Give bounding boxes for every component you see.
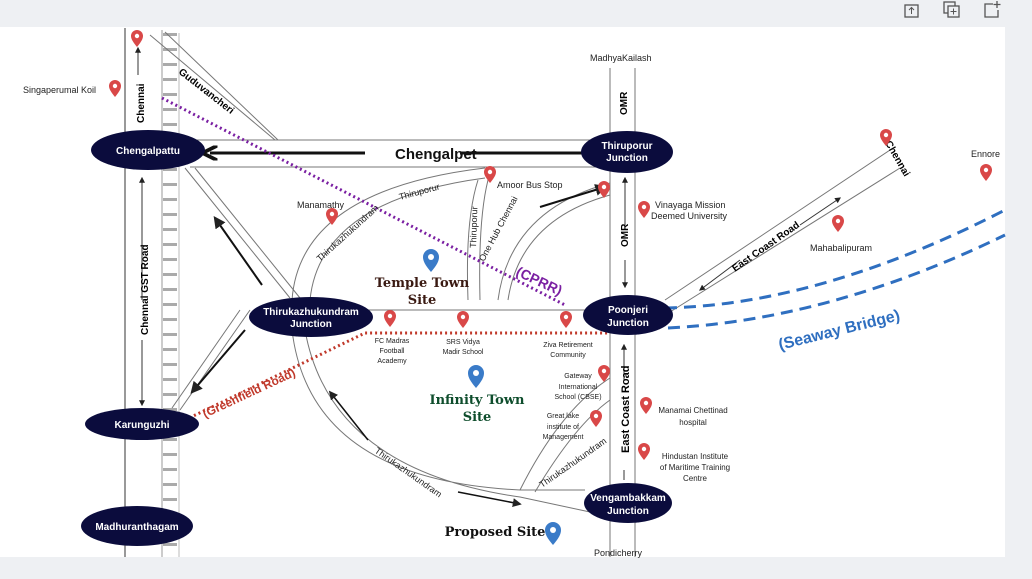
- svg-text:Centre: Centre: [683, 474, 708, 483]
- mahabalipuram-label: Mahabalipuram: [810, 243, 872, 253]
- manamathy-label: Manamathy: [297, 200, 345, 210]
- new-page-icon[interactable]: [982, 0, 1002, 18]
- svg-text:Chengalpattu: Chengalpattu: [116, 146, 180, 157]
- junction-chengalpattu[interactable]: Chengalpattu: [91, 130, 205, 170]
- cprr-route: [161, 96, 566, 307]
- ecr-diagonal-label: East Coast Road: [730, 220, 801, 275]
- svg-text:Madhuranthagam: Madhuranthagam: [95, 522, 178, 533]
- svg-text:institute of: institute of: [547, 424, 579, 431]
- svg-text:Thiruporur: Thiruporur: [601, 141, 652, 152]
- svg-text:Karunguzhi: Karunguzhi: [115, 420, 170, 431]
- direction-arrows: [135, 46, 841, 508]
- railway-track: [161, 30, 180, 557]
- svg-text:Football: Football: [380, 348, 405, 355]
- junction-karunguzhi[interactable]: Karunguzhi: [85, 408, 199, 440]
- omr-mid-label: OMR: [620, 223, 631, 247]
- singaperumal-koil-label: Singaperumal Koil: [23, 85, 96, 95]
- svg-text:Junction: Junction: [607, 318, 649, 329]
- omr-top-label: OMR: [619, 91, 630, 115]
- svg-text:Academy: Academy: [377, 358, 407, 365]
- svg-text:Thirukazhukundram: Thirukazhukundram: [263, 307, 359, 318]
- svg-text:Hindustan Institute: Hindustan Institute: [662, 452, 729, 461]
- gst-road-label: Chennai GST Road: [140, 244, 151, 335]
- greenfield-label: (Greenfield Road): [200, 365, 297, 420]
- svg-text:Management: Management: [543, 434, 584, 441]
- duplicate-add-icon[interactable]: [942, 0, 962, 18]
- ennore-label: Ennore: [971, 149, 1000, 159]
- chennai-north-label: Chennai: [136, 83, 147, 123]
- svg-text:of Maritime Training: of Maritime Training: [660, 463, 730, 472]
- svg-text:International: International: [559, 384, 598, 391]
- svg-text:Proposed Site: Proposed Site: [445, 525, 546, 540]
- thirukazhukundram-link-label: Thirukazhukundram: [537, 436, 608, 490]
- svg-text:Madir School: Madir School: [443, 349, 484, 356]
- thiruporur-vertical-label: Thiruporur: [468, 206, 479, 248]
- site-labels: Temple Town Site Infinity Town Site Prop…: [375, 276, 546, 540]
- svg-text:Vengambakkam: Vengambakkam: [590, 493, 666, 504]
- svg-text:Infinity Town: Infinity Town: [430, 393, 526, 408]
- greenfield-route: [184, 331, 610, 422]
- svg-text:Site: Site: [463, 410, 492, 425]
- infinity-site-pin-icon[interactable]: [468, 365, 484, 388]
- proposed-site-pin-icon[interactable]: [545, 522, 561, 545]
- seaway-bridge-route: [664, 208, 1006, 330]
- toolbar: [902, 0, 1002, 18]
- svg-text:Gateway: Gateway: [564, 373, 592, 380]
- svg-text:Junction: Junction: [607, 506, 649, 517]
- svg-text:School (CBSE): School (CBSE): [554, 394, 601, 401]
- ecr-vertical-label: East Coast Road: [620, 366, 632, 453]
- madhyakailash-label: MadhyaKailash: [590, 53, 652, 63]
- svg-text:hospital: hospital: [679, 418, 707, 427]
- svg-text:Junction: Junction: [606, 153, 648, 164]
- svg-text:Ziva Retirement: Ziva Retirement: [543, 342, 592, 349]
- junction-madhuranthagam[interactable]: Madhuranthagam: [81, 506, 193, 546]
- road-lines: [149, 31, 901, 557]
- svg-text:Poonjeri: Poonjeri: [608, 305, 648, 316]
- svg-text:Great lake: Great lake: [547, 413, 579, 420]
- svg-text:Junction: Junction: [290, 319, 332, 330]
- temple-site-pin-icon[interactable]: [423, 249, 439, 272]
- svg-text:Temple Town: Temple Town: [375, 276, 470, 291]
- thirukazhukundram-arc-label: Thirukazhukundram: [315, 203, 381, 264]
- hospital-labels: Manamai Chettinad hospital Hindustan Inst…: [658, 406, 730, 483]
- amoor-bus-stop-label: Amoor Bus Stop: [497, 180, 563, 190]
- svg-text:SRS Vidya: SRS Vidya: [446, 339, 480, 346]
- vinayaga-label-2: Deemed University: [651, 211, 728, 221]
- vinayaga-label-1: Vinayaga Mission: [655, 200, 725, 210]
- svg-text:Site: Site: [408, 293, 437, 308]
- svg-text:Community: Community: [550, 352, 586, 359]
- svg-text:Manamai Chettinad: Manamai Chettinad: [658, 406, 727, 415]
- pondicherry-label: Pondicherry: [594, 548, 643, 558]
- svg-text:FC Madras: FC Madras: [375, 338, 410, 345]
- share-upload-icon[interactable]: [902, 0, 922, 18]
- chengalpet-road-label: Chengalpet: [395, 146, 477, 163]
- thirukazhukundram-lower-label: Thirukazhukundram: [373, 445, 444, 499]
- cprr-label: (CPRR): [514, 263, 565, 298]
- seaway-bridge-label: (Seaway Bridge): [777, 307, 902, 354]
